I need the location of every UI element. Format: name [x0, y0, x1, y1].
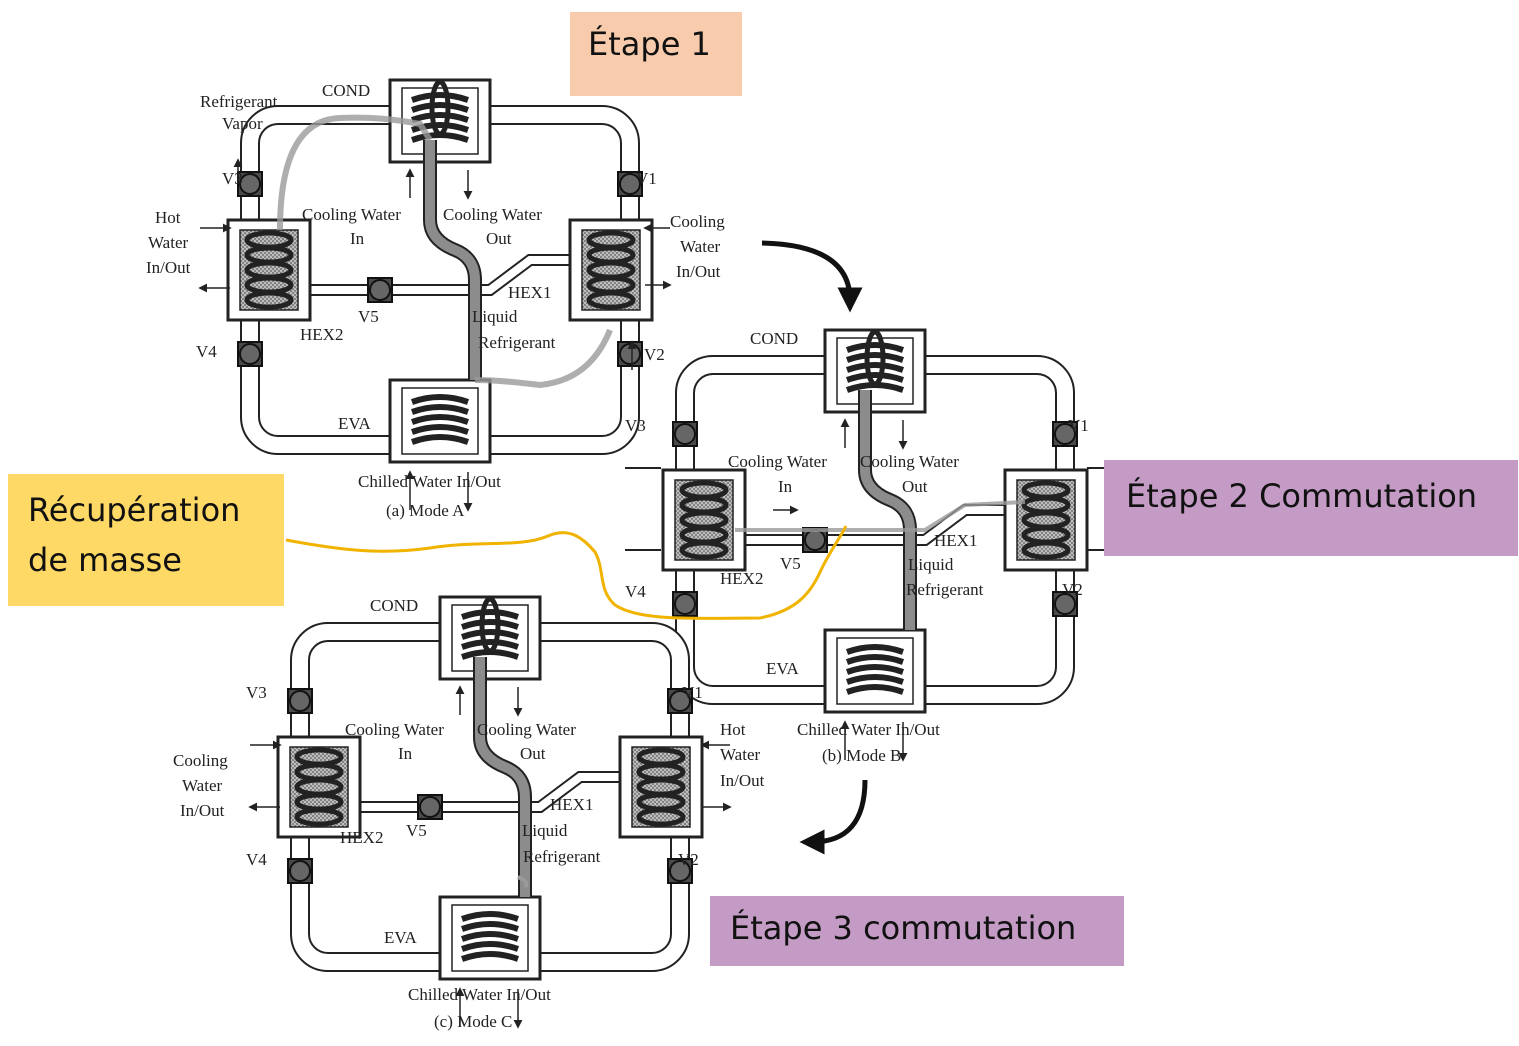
v4-label: V4 [196, 342, 217, 361]
v1-label: V1 [682, 683, 703, 702]
mass-recovery-line2: de masse [28, 540, 182, 579]
eva-label: EVA [384, 928, 417, 947]
mode-a-diagram [198, 80, 672, 510]
v2-label: V2 [644, 345, 665, 364]
cond-label: COND [322, 81, 370, 100]
mode-c-diagram [248, 597, 732, 1027]
liquid-label-1: Liquid [472, 307, 518, 326]
cooling-water-in-label-2: In [778, 477, 793, 496]
step1-callout: Étape 1 [570, 12, 742, 96]
left-water-label-1: Cooling [173, 751, 228, 770]
mode-caption: (c) Mode C [434, 1012, 512, 1031]
mode-a-labels: Refrigerant Vapor COND V3 V1 Hot Water I… [146, 81, 725, 520]
v4-label: V4 [625, 582, 646, 601]
cooling-water-out-label-2: Out [520, 744, 546, 763]
hex2-label: HEX2 [300, 325, 343, 344]
v5-label: V5 [358, 307, 379, 326]
step2-callout-text: Étape 2 Commutation [1126, 477, 1478, 515]
eva-label: EVA [766, 659, 799, 678]
mass-recovery-callout: Récupération de masse [8, 474, 284, 606]
refrigerant-vapor-label-2: Vapor [222, 114, 263, 133]
mode-c-labels: COND V3 V1 Cooling Water In/Out Cooling … [173, 596, 765, 1031]
cooling-water-out-label-2: Out [902, 477, 928, 496]
hot-water-label-2: Water [720, 745, 760, 764]
hex1-label: HEX1 [934, 531, 977, 550]
cond-label: COND [750, 329, 798, 348]
step2-callout: Étape 2 Commutation [1104, 460, 1518, 556]
left-water-label-2: Water [182, 776, 222, 795]
chilled-water-label: Chilled Water In/Out [358, 472, 501, 491]
mass-recovery-line1: Récupération [28, 491, 241, 529]
v2-label: V2 [678, 850, 699, 869]
right-water-label-1: Cooling [670, 212, 725, 231]
hex2-label: HEX2 [340, 828, 383, 847]
cooling-water-out-label-1: Cooling Water [443, 205, 542, 224]
liquid-label-2: Refrigerant [906, 580, 984, 599]
hot-water-label-2: Water [148, 233, 188, 252]
hot-water-label-3: In/Out [720, 771, 765, 790]
v5-label: V5 [780, 554, 801, 573]
right-water-label-3: In/Out [676, 262, 721, 281]
left-water-label-3: In/Out [180, 801, 225, 820]
step3-callout-text: Étape 3 commutation [730, 909, 1077, 947]
mode-b-labels: COND V3 V1 Cooling Water In Cooling Wate… [625, 329, 1089, 765]
cooling-water-out-label-1: Cooling Water [860, 452, 959, 471]
cooling-water-out-label-1: Cooling Water [477, 720, 576, 739]
liquid-label-2: Refrigerant [478, 333, 556, 352]
v1-label: V1 [1068, 416, 1089, 435]
hot-water-label-1: Hot [155, 208, 181, 227]
liquid-label-1: Liquid [908, 555, 954, 574]
arrow-b-to-c-icon [799, 779, 868, 855]
arrow-a-to-b-icon [761, 240, 863, 313]
v1-label: V1 [636, 169, 657, 188]
step1-callout-text: Étape 1 [588, 25, 711, 63]
hot-water-label-3: In/Out [146, 258, 191, 277]
step3-callout: Étape 3 commutation [710, 896, 1124, 966]
v3-label: V3 [625, 416, 646, 435]
liquid-label-1: Liquid [522, 821, 568, 840]
right-water-label-2: Water [680, 237, 720, 256]
liquid-label-2: Refrigerant [523, 847, 601, 866]
mode-caption: (a) Mode A [386, 501, 465, 520]
hex1-label: HEX1 [508, 283, 551, 302]
mass-recovery-highlight [285, 525, 848, 620]
hot-water-label-1: Hot [720, 720, 746, 739]
cooling-water-out-label-2: Out [486, 229, 512, 248]
chilled-water-label: Chilled Water In/Out [408, 985, 551, 1004]
cooling-water-in-label-2: In [350, 229, 365, 248]
cooling-water-in-label-2: In [398, 744, 413, 763]
v3-label: V3 [246, 683, 267, 702]
v5-label: V5 [406, 821, 427, 840]
cond-label: COND [370, 596, 418, 615]
v2-label: V2 [1062, 580, 1083, 599]
hex1-label: HEX1 [550, 795, 593, 814]
v4-label: V4 [246, 850, 267, 869]
cooling-water-in-label-1: Cooling Water [345, 720, 444, 739]
chilled-water-label: Chilled Water In/Out [797, 720, 940, 739]
hex2-label: HEX2 [720, 569, 763, 588]
mode-caption: (b) Mode B [822, 746, 901, 765]
cooling-water-in-label-1: Cooling Water [302, 205, 401, 224]
refrigerant-vapor-label-1: Refrigerant [200, 92, 278, 111]
v3-label: V3 [222, 169, 243, 188]
cooling-water-in-label-1: Cooling Water [728, 452, 827, 471]
eva-label: EVA [338, 414, 371, 433]
